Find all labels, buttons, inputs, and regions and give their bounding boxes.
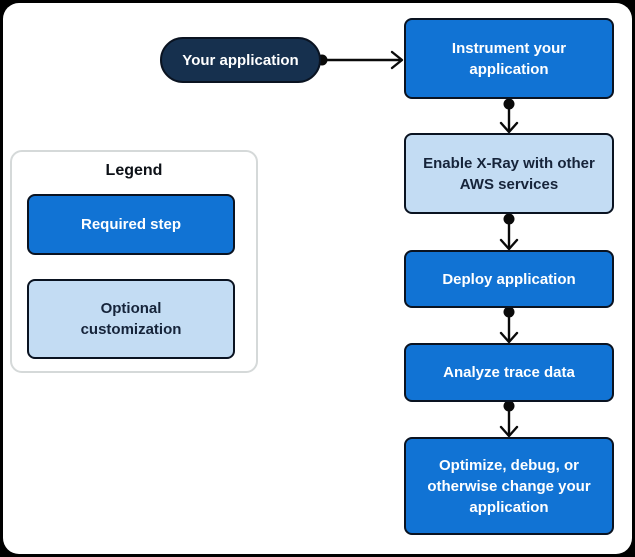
- node-your-application-label: Your application: [182, 51, 299, 69]
- node-deploy-application: Deploy application: [404, 250, 614, 308]
- node-instrument-application-label: Instrument your application: [451, 39, 567, 78]
- legend-title: Legend: [105, 162, 163, 179]
- node-analyze-trace-data-label: Analyze trace data: [443, 364, 575, 381]
- legend-item-optional-customization: Optional customization: [27, 279, 235, 359]
- node-enable-xray-services: Enable X-Ray with other AWS services: [404, 133, 614, 214]
- legend-item-required-step-label: Required step: [80, 216, 182, 233]
- node-deploy-application-label: Deploy application: [442, 270, 576, 288]
- legend-item-required-step: Required step: [27, 194, 235, 255]
- node-optimize-debug-change-label: Optimize, debug, or otherwise change you…: [427, 456, 591, 516]
- legend-panel: Legend Required step Optional customizat…: [10, 150, 258, 373]
- legend-item-optional-customization-label: Optional customization: [80, 300, 182, 338]
- node-optimize-debug-change: Optimize, debug, or otherwise change you…: [404, 437, 614, 535]
- node-your-application: Your application: [160, 37, 321, 83]
- node-instrument-application: Instrument your application: [404, 18, 614, 99]
- node-enable-xray-services-label: Enable X-Ray with other AWS services: [423, 154, 595, 193]
- node-analyze-trace-data: Analyze trace data: [404, 343, 614, 402]
